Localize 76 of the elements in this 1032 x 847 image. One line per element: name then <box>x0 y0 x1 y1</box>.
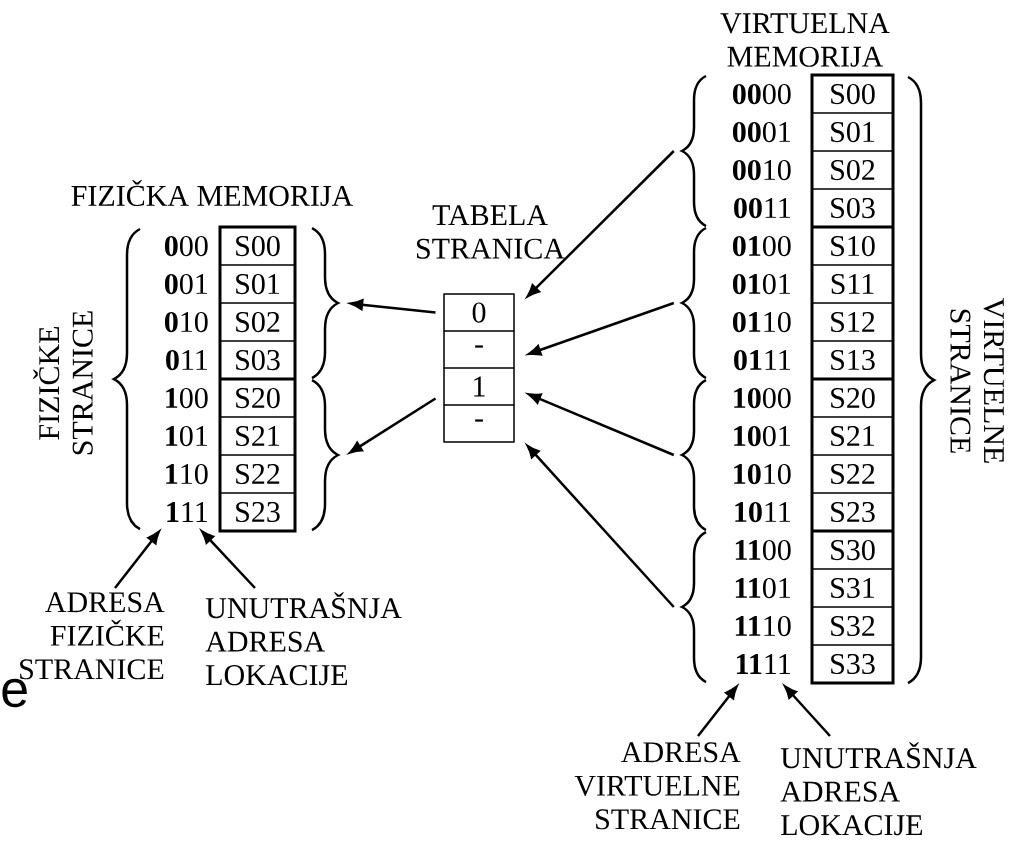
address-label: 000 <box>164 235 208 257</box>
address-label: 111 <box>167 502 207 522</box>
table-cell: S03 <box>219 340 296 380</box>
table-cell: S23 <box>219 492 296 532</box>
table-cell: S00 <box>219 226 296 266</box>
heading: TABELA STRANICA <box>417 205 565 259</box>
table-cell: 1 <box>443 367 515 406</box>
table-cell: - <box>443 404 515 443</box>
table-cell: S21 <box>811 416 894 456</box>
address-label: 0001 <box>732 121 790 143</box>
address-label: 100 <box>166 387 208 409</box>
table-cell: S11 <box>811 264 894 304</box>
table-cell: S12 <box>811 302 894 342</box>
table-cell: 0 <box>443 293 515 332</box>
table-cell: S21 <box>219 416 296 456</box>
address-label: 0000 <box>732 83 791 105</box>
address-label: 1011 <box>735 501 790 523</box>
arrow <box>526 445 675 608</box>
caption-text: UNUTRAŠNJA ADRESA LOKACIJE <box>205 592 402 686</box>
table-cell: S01 <box>219 264 296 304</box>
stray-letter: e <box>2 678 27 708</box>
side-label: VIRTUELNE STRANICE <box>950 298 1004 463</box>
heading: FIZIČKA MEMORIJA <box>71 179 353 207</box>
table-cell: S10 <box>811 226 894 266</box>
address-label: 0100 <box>732 235 791 257</box>
address-label: 1010 <box>734 463 791 485</box>
address-label: 1000 <box>734 387 791 409</box>
arrow <box>114 530 160 589</box>
address-label: 0111 <box>734 349 790 371</box>
table-cell: S31 <box>811 568 894 608</box>
table-cell: S22 <box>811 454 894 494</box>
address-label: 0011 <box>734 197 790 219</box>
curly-brace <box>680 530 707 684</box>
heading: VIRTUELNA MEMORIJA <box>720 13 890 67</box>
curly-brace <box>680 378 707 532</box>
address-label: 0101 <box>732 273 790 295</box>
curly-brace <box>680 226 707 380</box>
address-label: 001 <box>164 273 207 295</box>
table-cell: S00 <box>811 74 894 114</box>
address-label: 1100 <box>735 539 791 561</box>
caption-text: ADRESA VIRTUELNE STRANICE <box>574 742 741 830</box>
table-cell: S01 <box>811 112 894 152</box>
caption-text: ADRESA FIZIČKE STRANICE <box>20 592 165 680</box>
table-cell: S33 <box>811 644 894 684</box>
arrow <box>784 685 831 737</box>
curly-brace <box>311 378 340 532</box>
address-label: 101 <box>166 425 207 447</box>
arrow <box>526 150 675 298</box>
address-label: 110 <box>166 463 208 485</box>
table-cell: S32 <box>811 606 894 646</box>
address-label: 0010 <box>732 159 791 181</box>
address-label: 1001 <box>734 425 790 447</box>
table-cell: S22 <box>219 454 296 494</box>
address-label: 1110 <box>735 615 791 637</box>
table-cell: S20 <box>219 378 296 418</box>
address-label: 011 <box>166 349 207 371</box>
arrow <box>527 393 675 457</box>
table-cell: S03 <box>811 188 894 228</box>
arrow <box>697 685 738 737</box>
table-cell: S13 <box>811 340 894 380</box>
curly-brace <box>311 226 340 380</box>
table-cell: S02 <box>811 150 894 190</box>
address-label: 0110 <box>732 311 791 333</box>
address-label: 1111 <box>737 654 790 674</box>
address-label: 1101 <box>735 577 790 599</box>
caption-text: UNUTRAŠNJA ADRESA LOKACIJE <box>780 742 977 836</box>
table-cell: S20 <box>811 378 894 418</box>
side-label: FIZIČKE STRANICE <box>33 311 93 455</box>
arrow <box>349 397 437 454</box>
arrow <box>201 530 256 589</box>
table-cell: S02 <box>219 302 296 342</box>
table-cell: S30 <box>811 530 894 570</box>
curly-brace <box>680 74 707 228</box>
table-cell: S23 <box>811 492 894 532</box>
address-label: 010 <box>164 311 208 333</box>
table-cell: - <box>443 330 515 369</box>
